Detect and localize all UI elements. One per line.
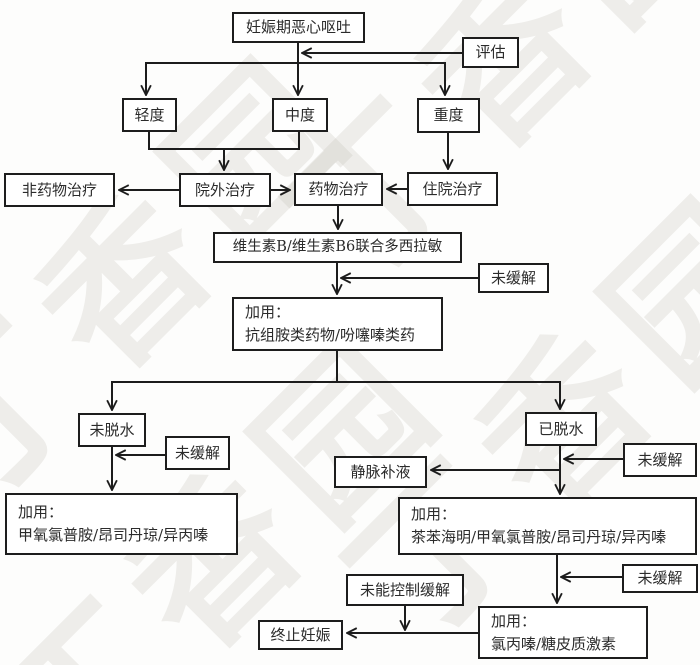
add-label: 加用： bbox=[491, 611, 537, 630]
node-severe: 重度 bbox=[417, 98, 480, 133]
node-terminate-pregnancy: 终止妊娠 bbox=[258, 620, 343, 650]
drug-list: 氯丙嗪/糖皮质激素 bbox=[491, 634, 617, 653]
node-drug-treatment: 药物治疗 bbox=[294, 173, 383, 206]
node-moderate: 中度 bbox=[272, 98, 328, 132]
drug-list: 茶苯海明/甲氧氯普胺/昂司丹琼/异丙嗪 bbox=[411, 528, 667, 546]
node-non-drug-treatment: 非药物治疗 bbox=[4, 173, 115, 207]
add-label: 加用： bbox=[411, 505, 457, 523]
node-assessment: 评估 bbox=[462, 37, 519, 68]
drug-list: 抗组胺类药物/吩噻嗪类药 bbox=[245, 326, 416, 344]
node-not-relieved-4: 未缓解 bbox=[622, 564, 698, 593]
node-not-relieved-2: 未缓解 bbox=[165, 436, 230, 470]
add-label: 加用： bbox=[18, 503, 64, 521]
node-iv-fluids: 静脉补液 bbox=[334, 456, 427, 488]
node-not-dehydrated: 未脱水 bbox=[78, 413, 146, 447]
drug-list: 甲氧氯普胺/昂司丹琼/异丙嗪 bbox=[18, 526, 209, 544]
node-not-relieved-3: 未缓解 bbox=[623, 443, 697, 477]
node-pregnancy-nausea-vomiting: 妊娠期恶心呕吐 bbox=[232, 12, 365, 43]
node-not-relieved-1: 未缓解 bbox=[478, 263, 549, 293]
node-inpatient-treatment: 住院治疗 bbox=[407, 172, 498, 206]
node-uncontrolled-relief: 未能控制缓解 bbox=[346, 574, 464, 606]
node-add-metoclopramide-ondansetron-promethazine: 加用： 甲氧氯普胺/昂司丹琼/异丙嗪 bbox=[5, 493, 238, 555]
add-label: 加用： bbox=[245, 303, 291, 321]
node-mild: 轻度 bbox=[122, 98, 177, 132]
node-outpatient-treatment: 院外治疗 bbox=[179, 173, 271, 207]
node-add-chlorpromazine-glucocorticoid: 加用： 氯丙嗪/糖皮质激素 bbox=[478, 606, 648, 659]
node-add-antihistamine-phenothiazine: 加用： 抗组胺类药物/吩噻嗪类药 bbox=[232, 297, 443, 351]
node-vitamin-b6-doxylamine: 维生素B/维生素B6联合多西拉敏 bbox=[213, 232, 462, 263]
node-dehydrated: 已脱水 bbox=[525, 412, 597, 446]
node-add-dimenhydrinate-metoclopramide-ondansetron-promethazine: 加用： 茶苯海明/甲氧氯普胺/昂司丹琼/异丙嗪 bbox=[398, 497, 697, 555]
